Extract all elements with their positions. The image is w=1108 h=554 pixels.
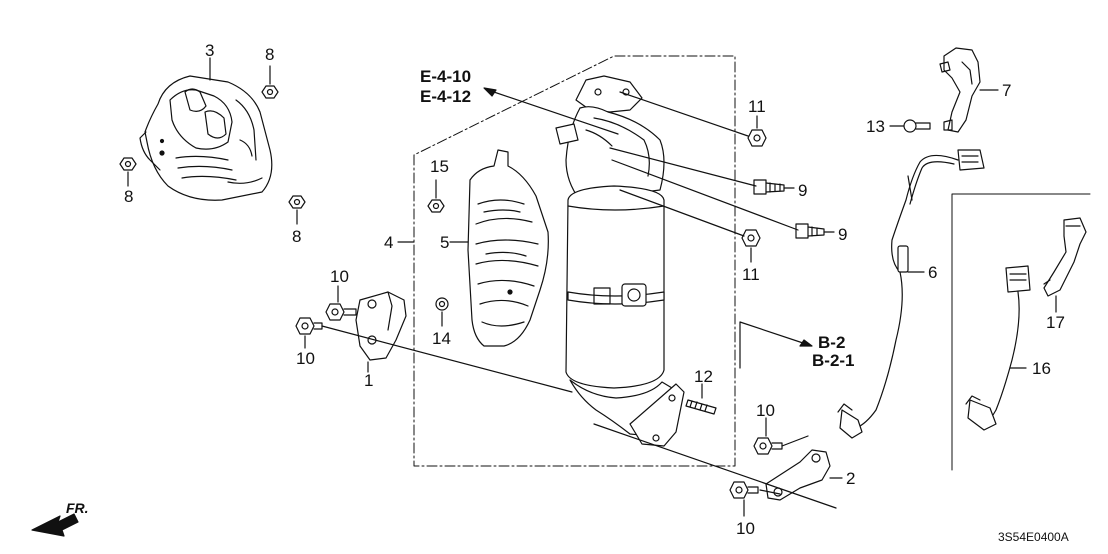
bolt-10-c [753, 417, 783, 455]
stud-12 [685, 383, 717, 415]
bolt-10-b [295, 317, 323, 349]
front-direction-label: FR. [66, 500, 89, 516]
ref-e-4-12[interactable]: E-4-12 [420, 87, 472, 106]
callout-14: 14 [432, 329, 451, 348]
bolt-8-top [261, 65, 279, 99]
nut-11-upper [747, 115, 767, 147]
part-1-bracket [355, 291, 407, 373]
bolt-9-lower [795, 223, 835, 239]
callout-10-d: 10 [736, 519, 755, 538]
ref-e-4-10[interactable]: E-4-10 [420, 67, 472, 86]
part-3-bracket [139, 75, 273, 201]
callout-8-top: 8 [265, 45, 275, 64]
callout-13: 13 [866, 117, 885, 136]
part-17-bracket [1043, 217, 1087, 313]
callout-17: 17 [1046, 313, 1065, 332]
callout-2: 2 [846, 469, 856, 488]
nut-15 [427, 179, 445, 213]
callout-8-bottom: 8 [292, 227, 302, 246]
bolt-9-upper [753, 179, 795, 195]
callout-8-left: 8 [124, 187, 134, 206]
callout-5: 5 [440, 233, 450, 252]
part-5-heat-shield [467, 149, 549, 347]
diagram-code: 3S54E0400A [998, 530, 1069, 544]
b-ref-arrow [739, 321, 813, 369]
callout-11-upper: 11 [748, 97, 766, 116]
e-ref-arrow [483, 87, 619, 135]
callout-9-lower: 9 [838, 225, 848, 244]
nut-11-lower [741, 229, 761, 263]
bolt-8-bottom [288, 195, 306, 225]
bolt-10-d [729, 481, 759, 517]
callout-11-lower: 11 [742, 265, 760, 284]
callout-15: 15 [430, 157, 449, 176]
ref-b-2-1[interactable]: B-2-1 [812, 351, 855, 370]
bolt-13 [889, 119, 931, 133]
callout-3: 3 [205, 41, 215, 60]
callout-6: 6 [928, 263, 938, 282]
front-direction-arrow [31, 513, 79, 537]
callout-10-a: 10 [330, 267, 349, 286]
bolt-10-a [325, 285, 357, 321]
bolt-8-left [119, 157, 137, 187]
callout-1: 1 [364, 371, 374, 390]
assembly-4-outline [413, 55, 736, 467]
callout-16: 16 [1032, 359, 1051, 378]
ref-b-2[interactable]: B-2 [818, 333, 846, 352]
callout-12: 12 [694, 367, 713, 386]
callout-10-c: 10 [756, 401, 775, 420]
callout-10-b: 10 [296, 349, 315, 368]
callout-4: 4 [384, 233, 394, 252]
part-6-sensor [837, 149, 985, 439]
part-2-bracket [765, 449, 843, 501]
nut-14 [435, 297, 449, 327]
part-7-bracket [939, 47, 999, 133]
part-16-sensor [965, 265, 1031, 431]
catalytic-converter [555, 75, 685, 447]
callout-9-upper: 9 [798, 181, 808, 200]
callout-7: 7 [1002, 81, 1012, 100]
